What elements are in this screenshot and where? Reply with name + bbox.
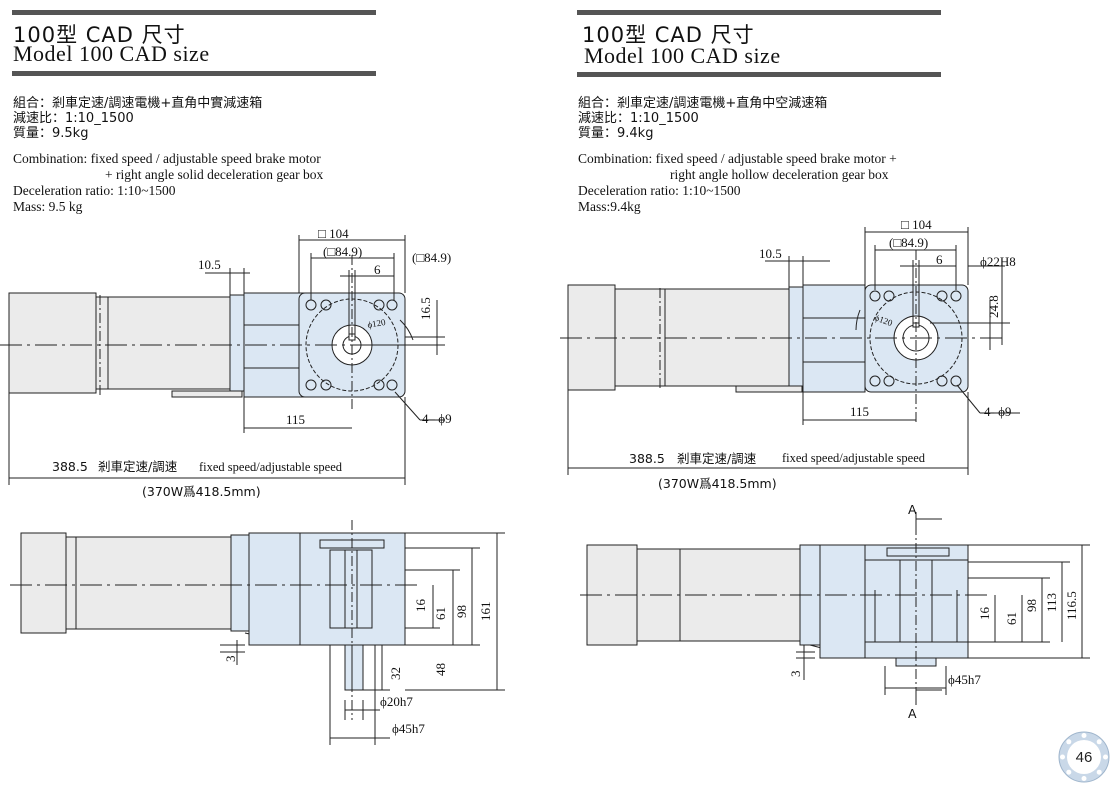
dim-length-en: fixed speed/adjustable speed [782, 451, 926, 465]
page-number: 46 [1076, 749, 1093, 766]
dim-v3: 3 [223, 656, 238, 663]
dim-16-5: 16.5 [418, 297, 433, 320]
dim-lines-side [220, 532, 505, 745]
dim-10-5: 10.5 [198, 257, 221, 272]
dim-v16: 16 [977, 607, 992, 621]
dim-length-num: 388.5 [52, 459, 88, 474]
dim-24-8: 24.8 [986, 295, 1001, 318]
page-number-badge: 46 [1058, 731, 1110, 783]
cad-drawing-solid: □ 104 (□84.9) (□84.9) 6 10.5 16.5 ϕ120 1… [0, 226, 505, 745]
dim-v113: 113 [1044, 593, 1059, 612]
spec-mass-en: Mass: 9.5 kg [13, 199, 83, 214]
spec-mass-en: Mass:9.4kg [578, 199, 641, 214]
title-rule-top [577, 10, 941, 15]
gearbox-side [819, 544, 969, 667]
dim-v161: 161 [478, 602, 493, 622]
dim-22h8: ϕ22H8 [980, 254, 1016, 269]
dim-4-phi9: 4– ϕ9 [422, 411, 452, 426]
dim-v32: 32 [388, 667, 403, 680]
spec-cn: 組合：剎車定速/調速電機+直角中空減速箱 減速比：1:10_1500 質量：9.… [578, 96, 827, 141]
dim-v48: 48 [433, 663, 448, 676]
dim-6: 6 [936, 252, 943, 267]
dim-length-num: 388.5 [629, 451, 665, 466]
spec-combination-en-2: + right angle solid deceleration gear bo… [105, 167, 324, 182]
note-370w: (370W爲418.5mm) [658, 476, 777, 491]
dim-104: □ 104 [901, 217, 932, 232]
spec-combination-en: Combination: fixed speed / adjustable sp… [13, 151, 321, 166]
spec-ratio-en: Deceleration ratio: 1:10~1500 [13, 183, 176, 198]
dim-lines-side [796, 544, 1090, 695]
dim-v61: 61 [433, 607, 448, 620]
dim-104: □ 104 [318, 226, 349, 241]
dim-4-phi9: 4- ϕ9 [984, 404, 1011, 419]
dim-v3: 3 [788, 671, 803, 678]
spec-en: Combination: fixed speed / adjustable sp… [13, 151, 323, 215]
spec-mass-cn: 質量：9.5kg [13, 126, 89, 141]
dim-115: 115 [286, 412, 305, 427]
section-a-markers [915, 512, 942, 705]
panel-hollow-gearbox: 100型 CAD 尺寸 Model 100 CAD size 組合：剎車定速/調… [560, 0, 1119, 791]
badge-ring-icon: 46 [1058, 731, 1110, 783]
title-rule-bottom [12, 71, 376, 76]
dim-v98: 98 [1024, 599, 1039, 612]
note-370w: (370W爲418.5mm) [142, 484, 261, 499]
spec-ratio-cn: 減速比：1:10_1500 [13, 111, 134, 126]
dim-shaft-20: ϕ20h7 [380, 694, 413, 709]
dim-6: 6 [374, 262, 381, 277]
spec-combination-en: Combination: fixed speed / adjustable sp… [578, 151, 897, 166]
title-rule-top [12, 10, 376, 15]
dim-v61: 61 [1004, 612, 1019, 625]
spec-en: Combination: fixed speed / adjustable sp… [578, 151, 897, 215]
title-en: Model 100 CAD size [13, 41, 210, 66]
dim-115: 115 [850, 404, 869, 419]
section-a-bottom: A [908, 706, 917, 721]
dim-length-cn: 剎車定速/調速 [677, 451, 757, 466]
dim-v16: 16 [413, 599, 428, 613]
bolt-holes [869, 290, 962, 387]
dim-length-en: fixed speed/adjustable speed [199, 460, 343, 474]
spec-ratio-cn: 減速比：1:10_1500 [578, 111, 699, 126]
dim-bore-45: ϕ45h7 [948, 672, 981, 687]
title-cn: 100型 CAD 尺寸 [13, 23, 186, 47]
spec-ratio-en: Deceleration ratio: 1:10~1500 [578, 183, 741, 198]
dim-849-side: (□84.9) [412, 250, 451, 265]
dim-length-cn: 剎車定速/調速 [98, 459, 178, 474]
dim-v98: 98 [454, 605, 469, 618]
section-a-top: A [908, 502, 917, 517]
dim-849: (□84.9) [889, 235, 928, 250]
motor-body-side [20, 532, 405, 646]
title-rule-bottom [577, 72, 941, 77]
title-en: Model 100 CAD size [584, 43, 781, 68]
dim-v116-5: 116.5 [1064, 591, 1079, 620]
panel-solid-gearbox: 100型 CAD 尺寸 Model 100 CAD size 組合：剎車定速/調… [0, 10, 505, 745]
spec-cn: 組合：剎車定速/調速電機+直角中實減速箱 減速比：1:10_1500 質量：9.… [13, 96, 262, 141]
dim-lines-top [567, 227, 1020, 475]
dim-phi120: ϕ120 [367, 317, 387, 330]
cad-drawing-hollow: □ 104 (□84.9) 6 10.5 ϕ22H8 24.8 ϕ120 115… [560, 217, 1090, 721]
title-cn: 100型 CAD 尺寸 [582, 23, 755, 47]
spec-mass-cn: 質量：9.4kg [578, 126, 654, 141]
spec-combination-en-2: right angle hollow deceleration gear box [670, 167, 889, 182]
spec-combination-cn: 組合：剎車定速/調速電機+直角中實減速箱 [13, 96, 263, 111]
spec-combination-cn: 組合：剎車定速/調速電機+直角中空減速箱 [578, 96, 828, 111]
dim-849: (□84.9) [323, 244, 362, 259]
dim-shaft-45: ϕ45h7 [392, 721, 425, 736]
bolt-holes [305, 299, 398, 391]
dim-lines-top [8, 235, 445, 485]
dim-10-5: 10.5 [759, 246, 782, 261]
motor-body-top [8, 292, 245, 398]
